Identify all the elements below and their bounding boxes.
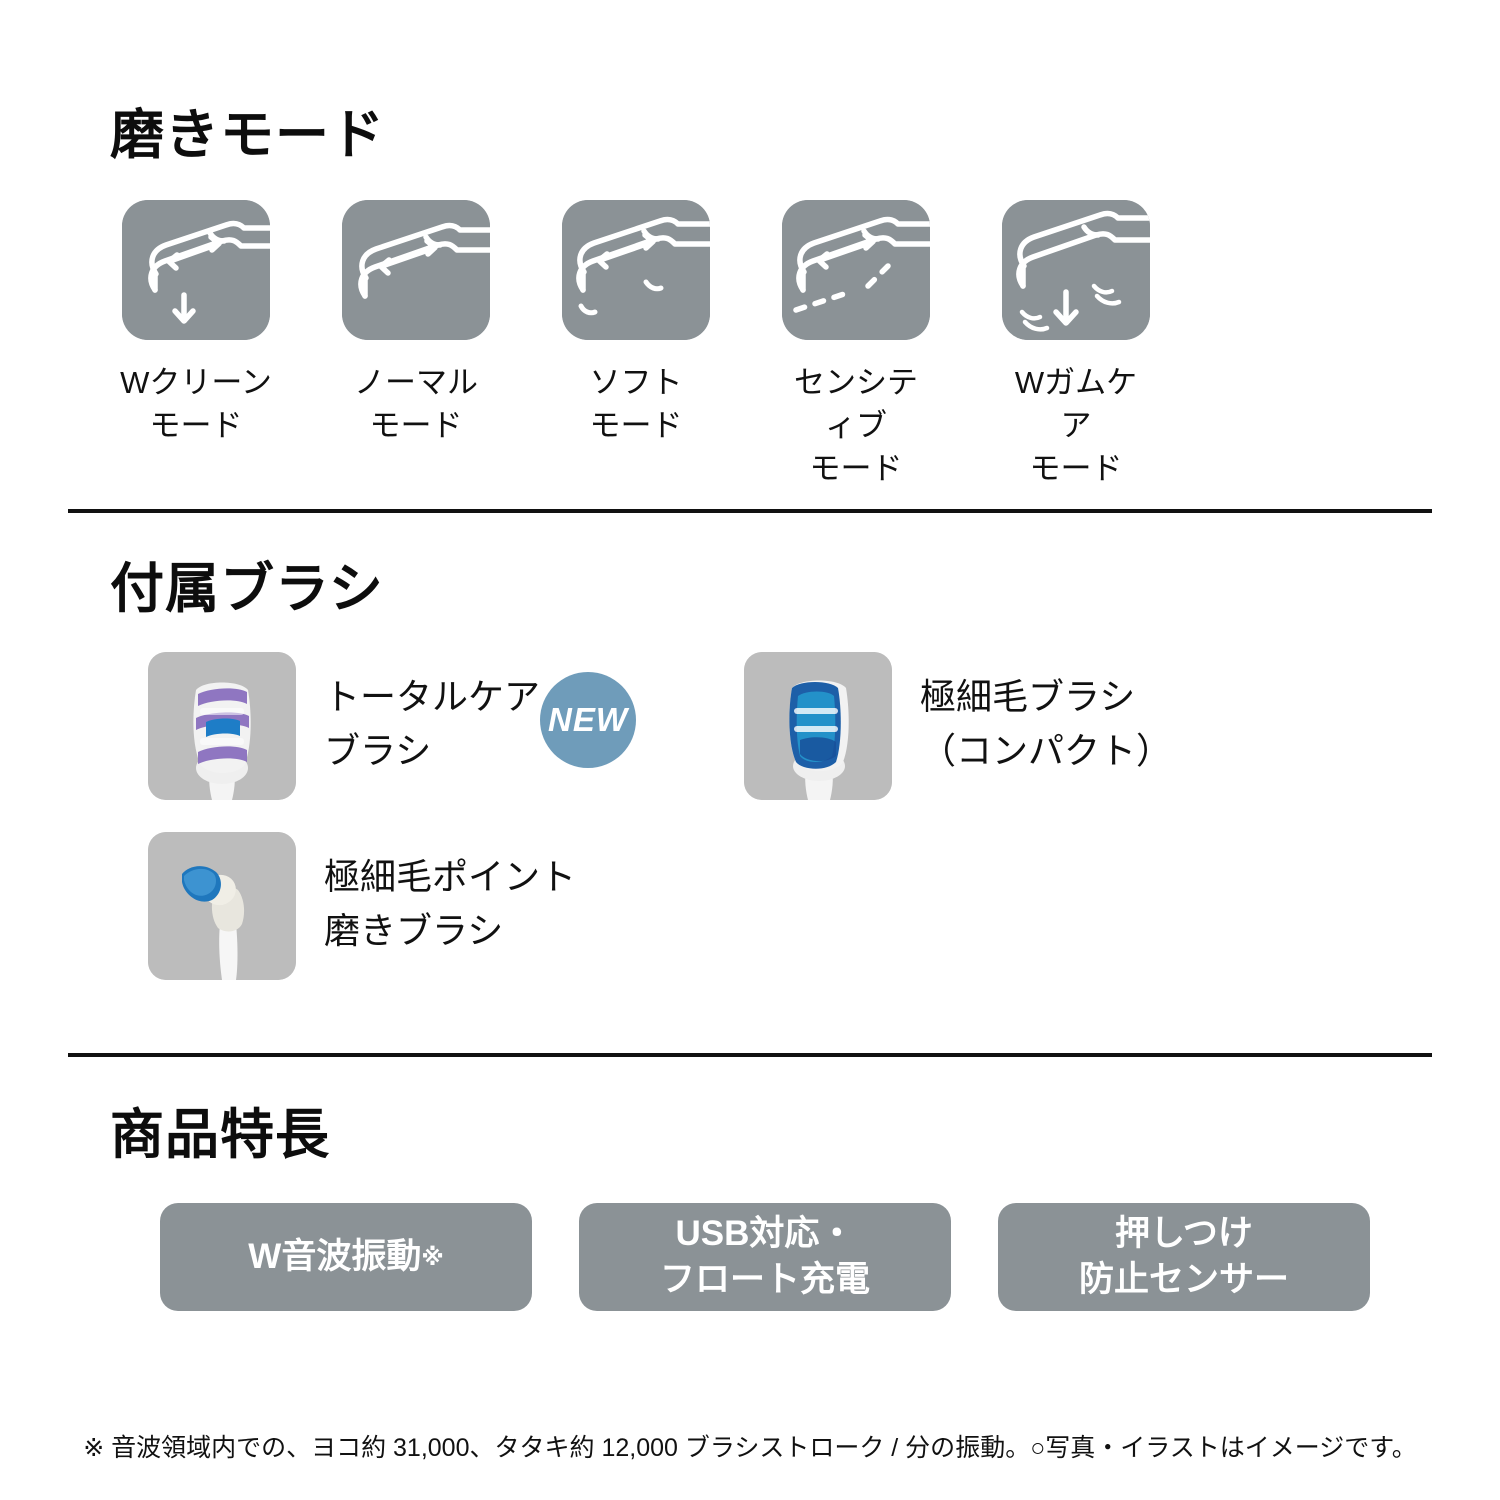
feature-pill-sonic-vibration: W音波振動※ [160,1203,532,1311]
brush-item-ultrafine-compact: 極細毛ブラシ （コンパクト） [744,652,1172,800]
mode-label: Wクリーン モード [120,365,272,443]
brush-label: 極細毛ブラシ （コンパクト） [920,676,1173,771]
brush-label: 極細毛ポイント 磨きブラシ [324,856,577,951]
brush-item-ultrafine-point: 極細毛ポイント 磨きブラシ [148,832,576,980]
footnote-text: ※ 音波領域内での、ヨコ約 31,000、タタキ約 12,000 ブラシストロー… [83,1434,1417,1462]
ultra-fine-bristle-compact-brush-head-photo [744,652,892,800]
brush-head-horizontal-and-down-arrow-icon [122,200,270,340]
brushing-mode-list: Wクリーン モード ノーマル モード [120,200,1400,490]
brush-head-horizontal-arrow-soft-waves-icon [562,200,710,340]
mode-item-normal: ノーマル モード [340,200,492,490]
divider-modes-brushes [68,509,1432,513]
product-features-heading: 商品特長 [110,1105,330,1165]
brush-head-horizontal-arrow-icon [342,200,490,340]
ultra-fine-point-brush-head-photo [148,832,296,980]
brush-head-horizontal-arrow-dashed-icon [782,200,930,340]
mode-label: センシティブ モード [794,365,918,486]
feature-pill-list: W音波振動※ USB対応・ フロート充電 押しつけ 防止センサー [160,1203,1370,1311]
mode-label: Wガムケア モード [1014,365,1138,486]
new-badge: NEW [540,672,636,768]
brush-label: トータルケア ブラシ [324,676,541,771]
brush-item-total-care: トータルケア ブラシ [148,652,540,800]
feature-pill-pressure-sensor: 押しつけ 防止センサー [998,1203,1370,1311]
feature-pill-label: W音波振動 [248,1236,422,1276]
mode-item-w-gum-care: Wガムケア モード [1000,200,1152,490]
mode-item-w-clean: Wクリーン モード [120,200,272,490]
feature-pill-usb-float-charge: USB対応・ フロート充電 [579,1203,951,1311]
mode-item-sensitive: センシティブ モード [780,200,932,490]
total-care-brush-head-photo [148,652,296,800]
brush-head-down-arrow-waves-icon [1002,200,1150,340]
divider-brushes-features [68,1053,1432,1057]
reference-mark: ※ [421,1243,444,1270]
mode-item-soft: ソフト モード [560,200,712,490]
brushing-mode-heading: 磨きモード [110,105,385,165]
included-brushes-heading: 付属ブラシ [110,559,384,619]
mode-label: ソフト モード [589,365,683,443]
mode-label: ノーマル モード [354,365,478,443]
